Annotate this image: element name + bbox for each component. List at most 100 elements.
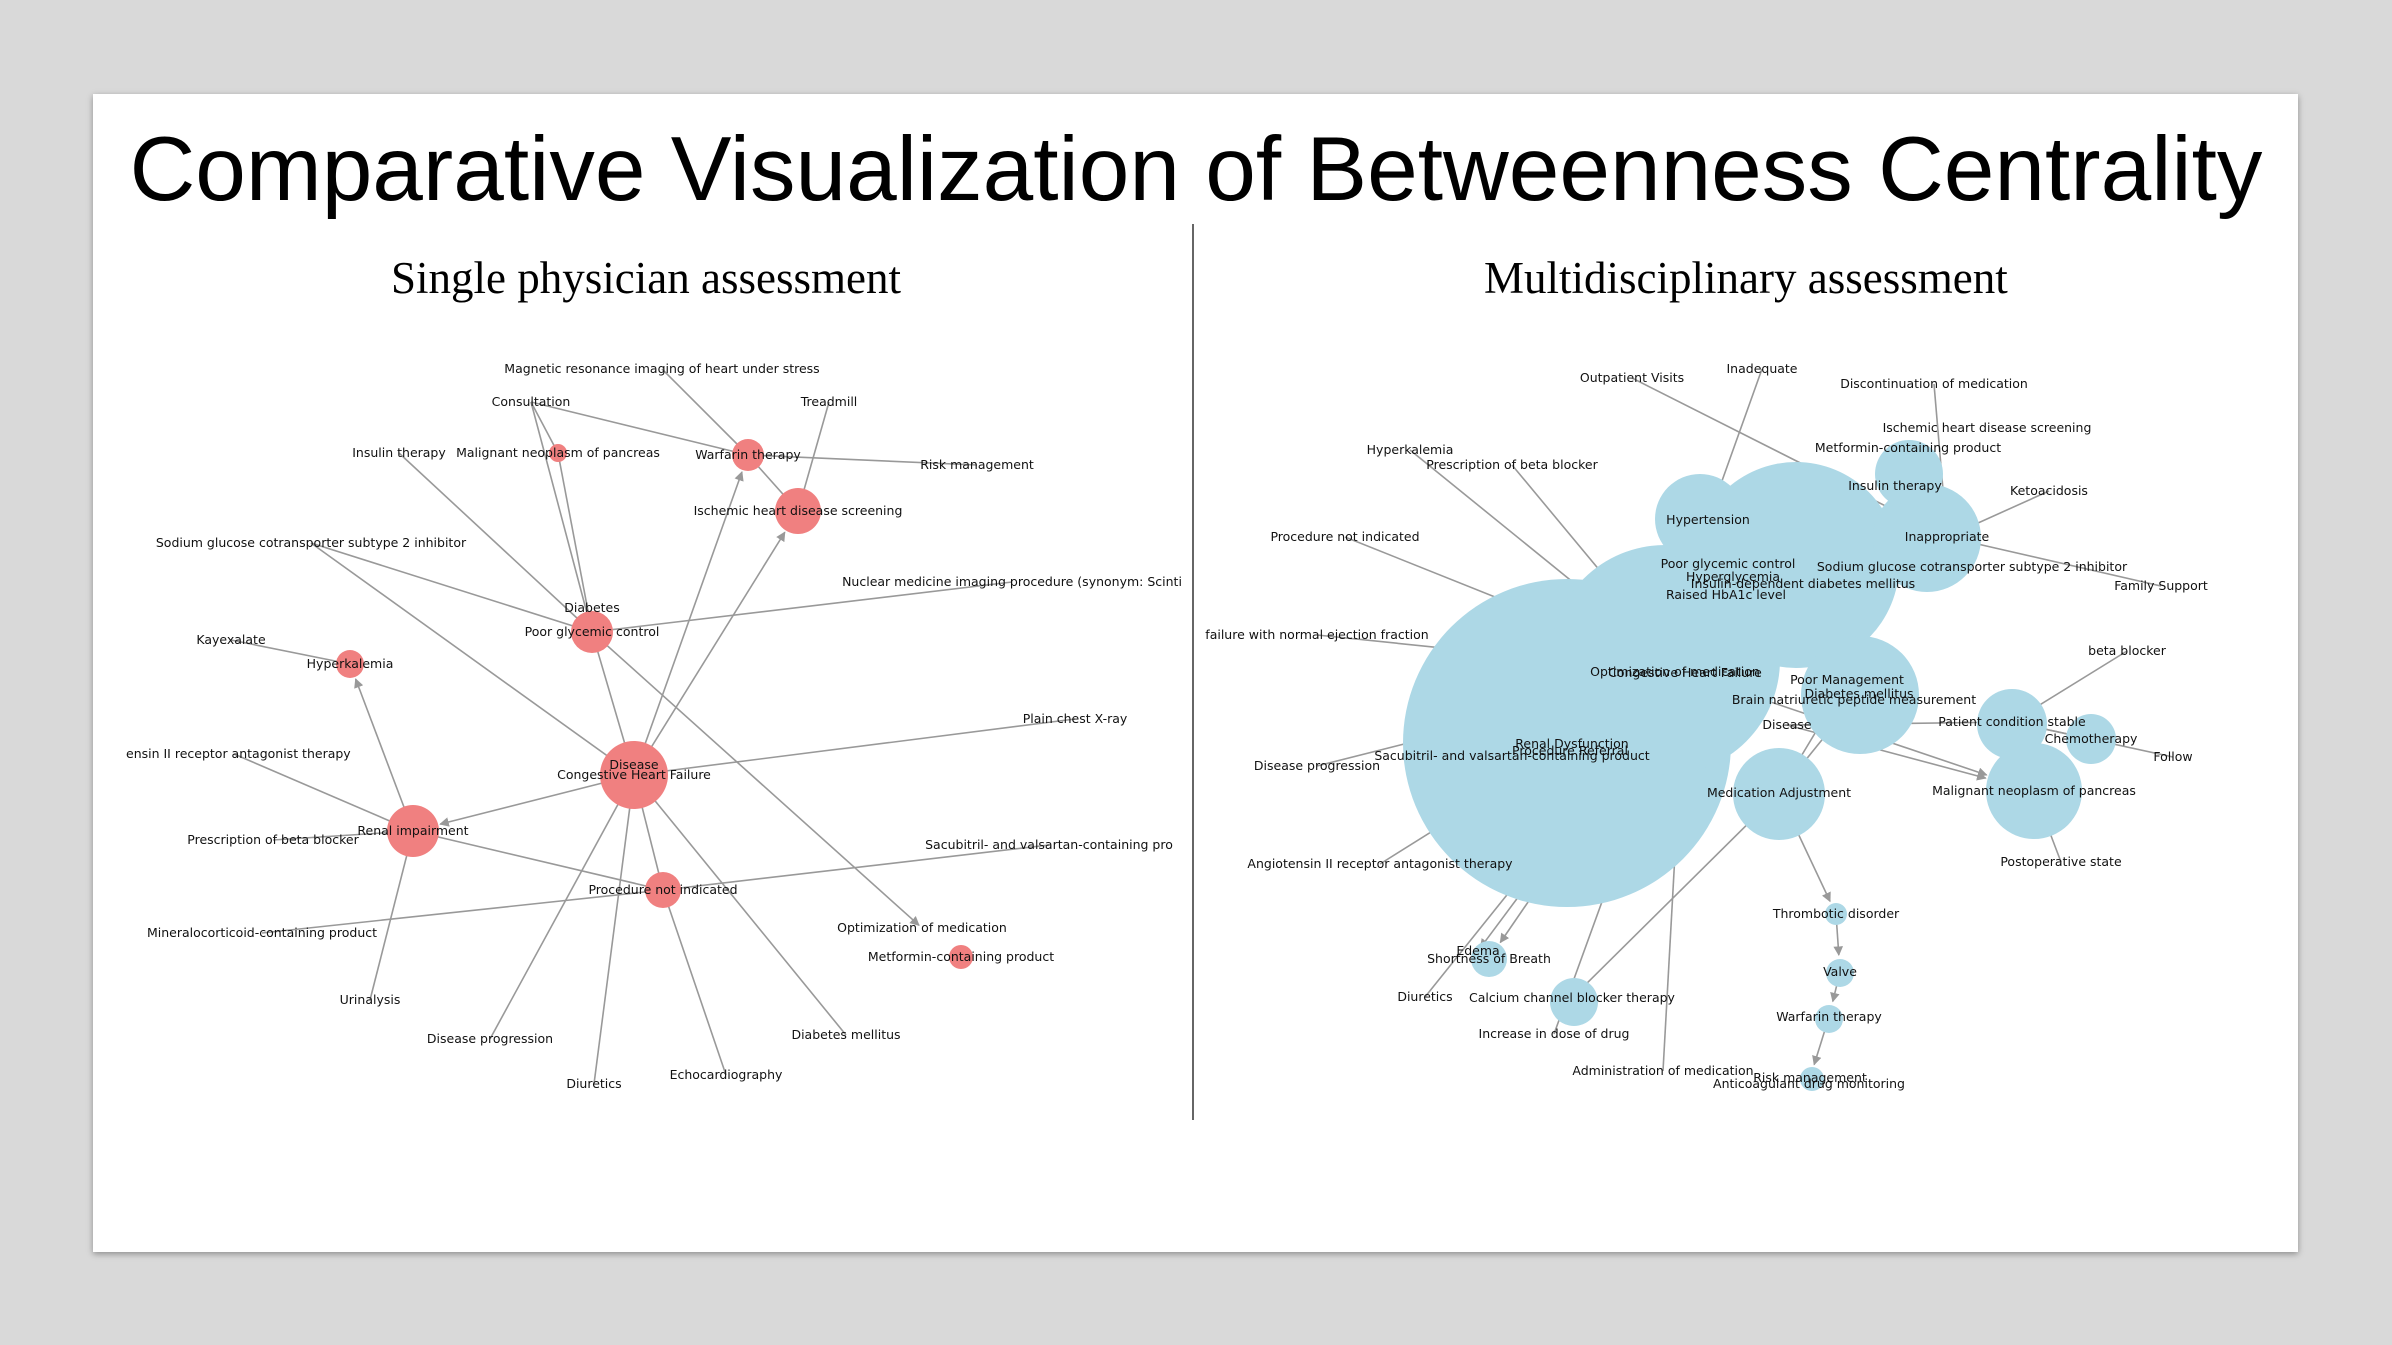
node-label-riskm: Risk management — [1753, 1070, 1867, 1085]
node-label-sglt: Sodium glucose cotransporter subtype 2 i… — [156, 535, 467, 550]
node-label-hfnef: failure with normal ejection fraction — [1205, 627, 1428, 642]
graph-node — [1471, 941, 1507, 977]
graph-edge — [233, 753, 414, 832]
graph-edge — [354, 678, 414, 832]
graph-node — [2066, 714, 2116, 764]
graph-node-warf — [732, 439, 764, 471]
node-label-pbeta: Prescription of beta blocker — [1426, 457, 1598, 472]
node-label-sacu: Sacubitril- and valsartan-containing pro — [925, 837, 1173, 852]
node-label-ccb: Calcium channel blocker therapy — [1469, 990, 1675, 1005]
graph-node — [1655, 474, 1745, 564]
graph-node — [1826, 959, 1854, 987]
node-label-xray: Plain chest X-ray — [1023, 711, 1128, 726]
graph-node — [1825, 903, 1847, 925]
node-label-inad: Inadequate — [1726, 361, 1797, 376]
node-label-ihds: Ischemic heart disease screening — [1883, 420, 2092, 435]
node-label-outp: Outpatient Visits — [1580, 370, 1684, 385]
node-label-renal: Renal Dysfunction — [1515, 736, 1628, 751]
graph-edge — [1574, 792, 1780, 996]
node-label-tread: Treadmill — [800, 394, 858, 409]
graph-edge — [633, 471, 744, 776]
node-label-insulin: Insulin therapy — [1848, 478, 1942, 493]
node-label-beta: Prescription of beta blocker — [187, 832, 359, 847]
left-graph-nodes — [336, 439, 973, 969]
node-label-hyperk: Hyperkalemia — [1367, 442, 1454, 457]
node-label-disease: Disease — [609, 757, 658, 772]
graph-edge — [230, 639, 351, 665]
graph-edge — [633, 718, 1076, 776]
node-label-sob: Shortness of Breath — [1427, 951, 1551, 966]
node-label-kay: Kayexalate — [196, 632, 266, 647]
graph-node-pni — [645, 872, 681, 908]
graph-edge — [661, 368, 749, 456]
graph-edge — [310, 542, 635, 776]
graph-edge — [633, 531, 786, 776]
node-label-pni: Procedure not indicated — [1270, 529, 1419, 544]
node-label-echo: Echocardiography — [670, 1067, 783, 1082]
graph-edge — [412, 830, 664, 891]
node-label-madj: Medication Adjustment — [1707, 785, 1851, 800]
node-label-dmel: Diabetes mellitus — [1804, 686, 1913, 701]
graph-node-ihds — [775, 488, 821, 534]
graph-edge — [557, 452, 593, 633]
node-label-bblock: beta blocker — [2088, 643, 2167, 658]
node-label-incr: Increase in dose of drug — [1479, 1026, 1630, 1041]
slide-title: Comparative Visualization of Betweenness… — [129, 119, 2263, 220]
node-label-pstable: Patient condition stable — [1938, 714, 2086, 729]
node-label-htn: Hypertension — [1666, 512, 1750, 527]
node-label-edema: Edema — [1456, 943, 1499, 958]
left-subtitle: Single physician assessment — [391, 253, 901, 303]
node-label-dprog: Disease progression — [1254, 758, 1380, 773]
right-graph-nodes — [1403, 440, 2116, 1091]
node-label-malig: Malignant neoplasm of pancreas — [456, 445, 660, 460]
node-label-renal: Renal impairment — [357, 823, 468, 838]
left-graph-edges — [230, 368, 1076, 1085]
graph-edge — [1946, 536, 2162, 587]
node-label-diab: Diabetes — [564, 600, 620, 615]
node-label-inapp: Inappropriate — [1905, 529, 1990, 544]
node-label-sglt: Sodium glucose cotransporter subtype 2 i… — [1817, 559, 2128, 574]
graph-node-metf — [949, 945, 973, 969]
node-label-bnp: Brain natriuretic peptide measurement — [1732, 692, 1976, 707]
graph-node — [1875, 440, 1943, 508]
graph-edge — [530, 401, 559, 454]
graph-node — [1977, 689, 2047, 759]
graph-edge — [662, 844, 1050, 891]
graph-node — [1550, 978, 1598, 1026]
graph-node-chf — [600, 741, 668, 809]
node-label-malig: Malignant neoplasm of pancreas — [1932, 783, 2136, 798]
node-label-chf: Congestive Heart Failure — [1608, 665, 1762, 680]
node-label-admin: Administration of medication — [1572, 1063, 1753, 1078]
right-subtitle: Multidisciplinary assessment — [1484, 253, 2008, 303]
graph-edge — [261, 889, 664, 934]
graph-node — [1801, 636, 1919, 754]
node-label-arb: ensin II receptor antagonist therapy — [126, 746, 351, 761]
node-label-anticoag: Anticoagulant drug monitoring — [1713, 1076, 1905, 1091]
node-label-poorm: Poor Management — [1790, 672, 1904, 687]
node-label-hyperk: Hyperkalemia — [307, 656, 394, 671]
graph-edge — [633, 774, 847, 1036]
node-label-chemo: Chemotherapy — [2045, 731, 2138, 746]
slide-panel — [93, 94, 2298, 1252]
node-label-nucl: Nuclear medicine imaging procedure (syno… — [842, 574, 1182, 589]
graph-edge — [662, 889, 727, 1076]
node-label-mri: Magnetic resonance imaging of heart unde… — [504, 361, 819, 376]
node-label-pref: Procedure Referral — [1512, 743, 1628, 758]
node-label-sacu: Sacubitril- and valsartan-containing pro… — [1374, 748, 1649, 763]
node-label-diur: Diuretics — [566, 1076, 621, 1091]
graph-edge — [398, 452, 593, 633]
node-label-hyperg: Hyperglycemia — [1686, 569, 1780, 584]
node-label-postop: Postoperative state — [2000, 854, 2122, 869]
node-label-optim: Optimization of medication — [1590, 664, 1760, 679]
node-label-urin: Urinalysis — [340, 992, 401, 1007]
graph-edge — [591, 631, 920, 926]
graph-node — [1733, 748, 1825, 840]
panel-divider — [1192, 224, 1194, 1120]
graph-edge — [369, 830, 414, 1001]
graph-node-pgc — [571, 611, 613, 653]
graph-edge — [747, 454, 978, 466]
node-label-arb: Angiotensin II receptor antagonist thera… — [1247, 856, 1513, 871]
node-label-metf: Metformin-containing product — [1815, 440, 2001, 455]
